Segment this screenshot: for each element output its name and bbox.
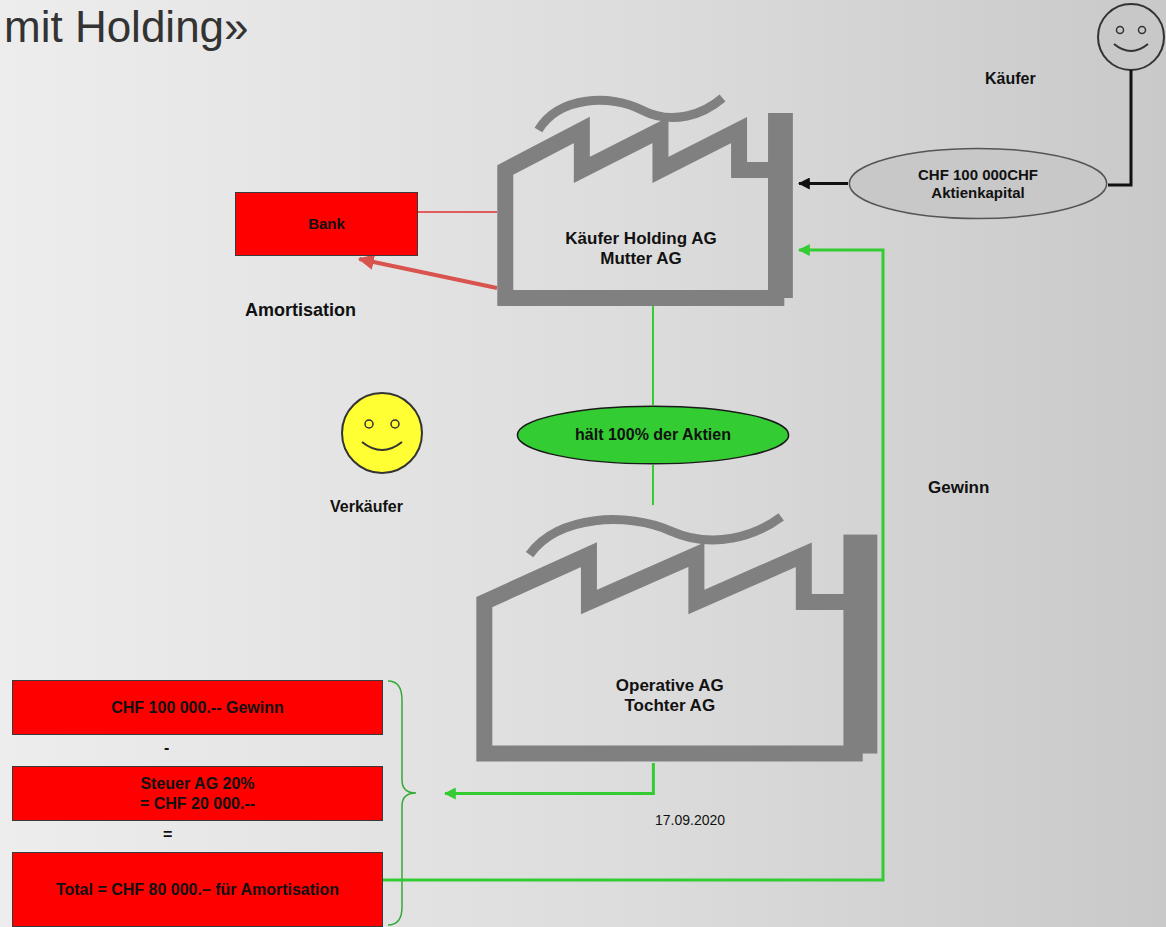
ownership-line [652, 465, 654, 505]
edge-label: Amortisation [245, 300, 356, 321]
profit-box: CHF 100 000.-- Gewinn [12, 680, 383, 735]
slide-title: mit Holding» [4, 2, 249, 52]
node-text: Total = CHF 80 000.– für Amortisation [56, 880, 339, 899]
profit-flow-arrow [445, 763, 653, 794]
node-text: Käufer Holding AG Mutter AG [556, 229, 726, 270]
seller-label: Verkäufer [330, 498, 403, 516]
operating-factory: Operative AG Tochter AG [473, 505, 883, 763]
seller-smiley [342, 393, 422, 473]
edge-label: Gewinn [928, 478, 989, 498]
holding-factory: Käufer Holding AG Mutter AG [497, 88, 797, 306]
node-text: CHF 100 000CHF Aktienkapital [888, 166, 1068, 202]
factory-outline [497, 88, 797, 306]
buyer-line [1108, 70, 1131, 185]
minus-sign: - [164, 739, 169, 757]
capital-ellipse: CHF 100 000CHF Aktienkapital [848, 147, 1108, 220]
ownership-ellipse: hält 100% der Aktien [516, 405, 790, 465]
node-text: CHF 100 000.-- Gewinn [111, 698, 284, 717]
ownership-line [652, 306, 654, 405]
amortisation-arrow [359, 259, 497, 288]
date-label: 17.09.2020 [655, 812, 725, 828]
bank-line [418, 211, 497, 213]
curly-bracket [388, 681, 416, 925]
tax-box: Steuer AG 20% = CHF 20 000.-- [12, 766, 383, 821]
bank-box: Bank [235, 192, 418, 256]
node-text: Bank [308, 215, 345, 233]
profit-return-arrow [383, 250, 883, 880]
factory-outline [473, 505, 883, 763]
node-text: hält 100% der Aktien [575, 425, 731, 444]
capital-arrow [799, 182, 848, 185]
node-text: Steuer AG 20% = CHF 20 000.-- [136, 774, 260, 812]
buyer-smiley [1098, 4, 1164, 70]
total-box: Total = CHF 80 000.– für Amortisation [12, 852, 383, 927]
equals-sign: = [163, 826, 172, 844]
buyer-label: Käufer [985, 70, 1036, 88]
node-text: Operative AG Tochter AG [595, 676, 745, 717]
